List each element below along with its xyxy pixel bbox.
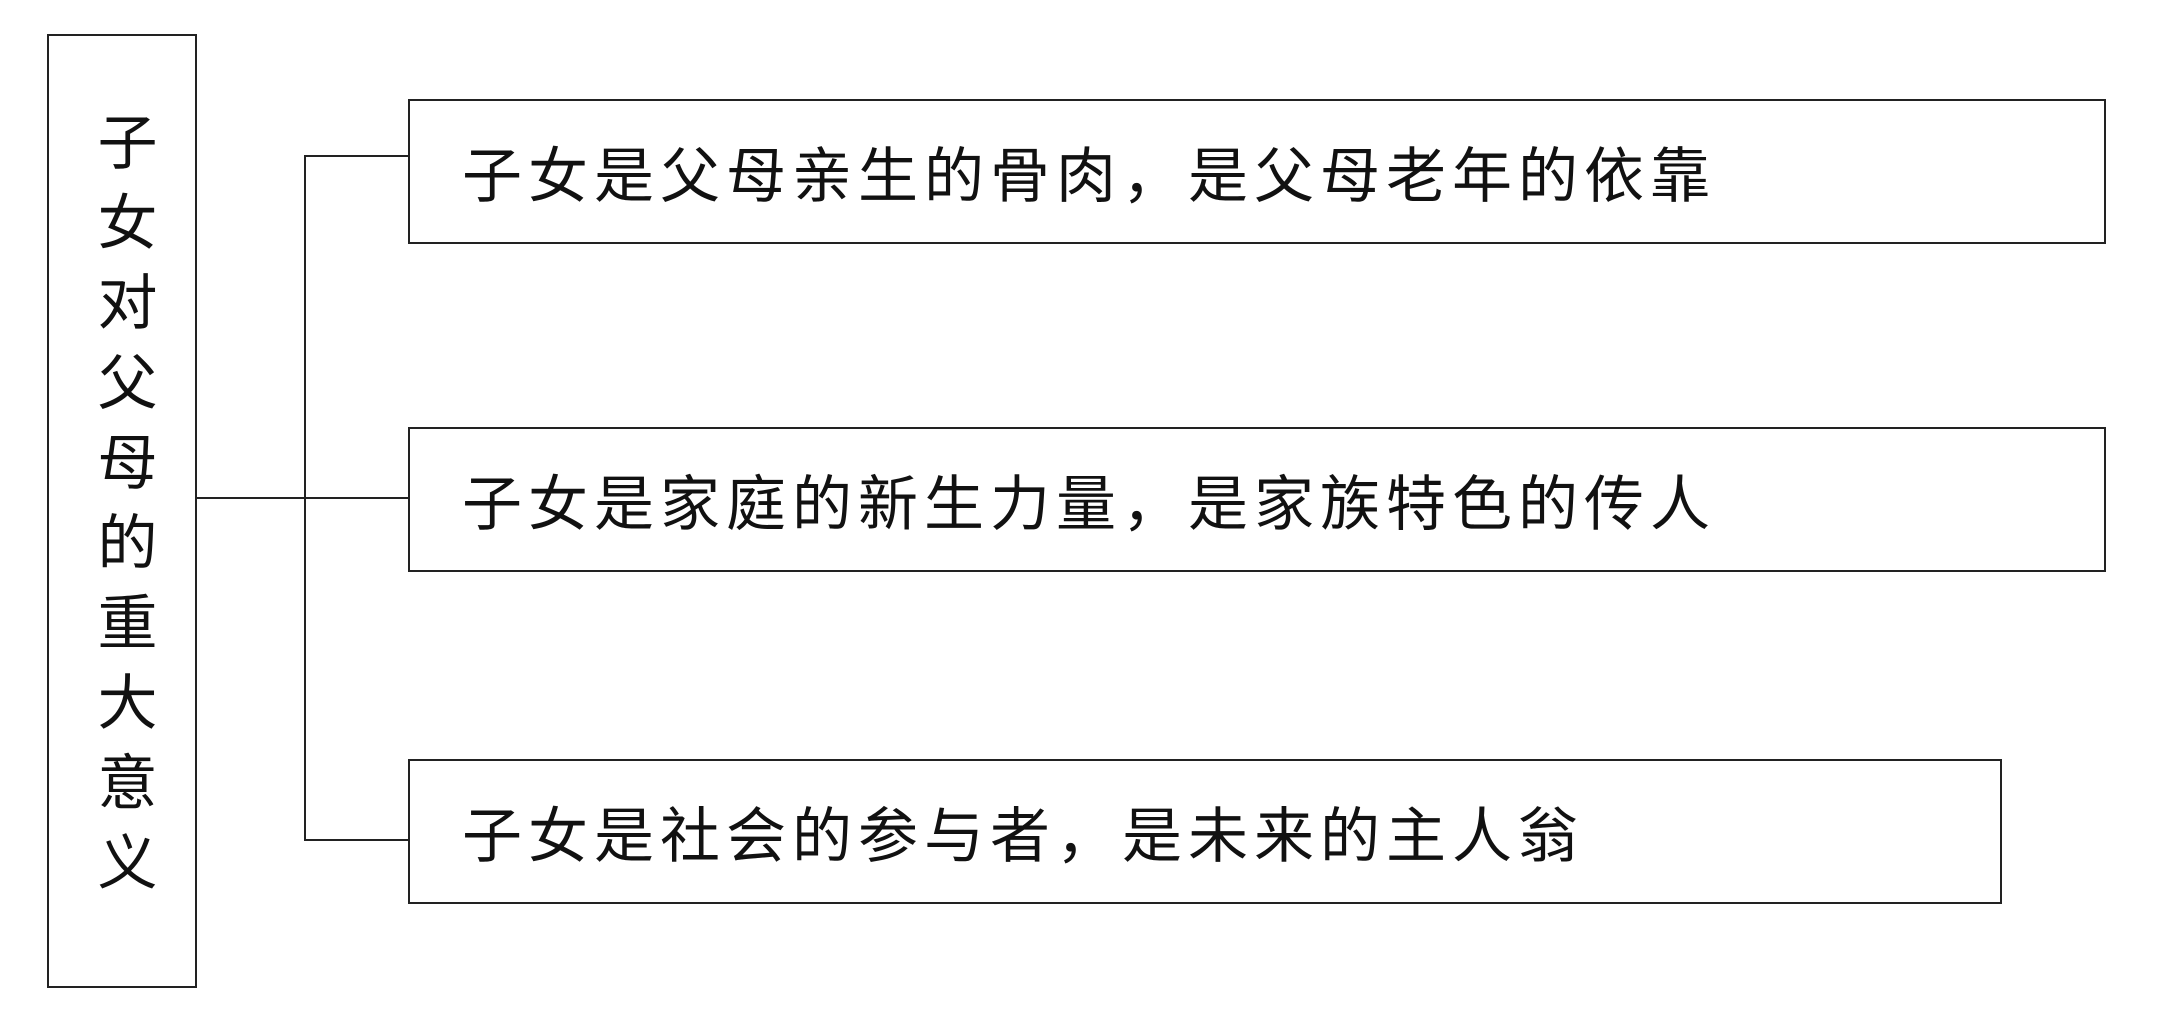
child-node-3: 子女是社会的参与者，是未来的主人翁: [408, 759, 2002, 904]
child-node-2: 子女是家庭的新生力量，是家族特色的传人: [408, 427, 2106, 572]
connector-main: [197, 497, 408, 499]
root-node: 子女对父母的重大意义: [47, 34, 197, 988]
child-label: 子女是社会的参与者，是未来的主人翁: [462, 802, 1584, 872]
connector-vertical: [304, 155, 306, 841]
child-label: 子女是家庭的新生力量，是家族特色的传人: [462, 470, 1716, 540]
connector-branch-3: [304, 839, 408, 841]
connector-branch-1: [304, 155, 408, 157]
child-label: 子女是父母亲生的骨肉，是父母老年的依靠: [462, 142, 1716, 212]
root-label: 子女对父母的重大意义: [87, 111, 157, 911]
child-node-1: 子女是父母亲生的骨肉，是父母老年的依靠: [408, 99, 2106, 244]
